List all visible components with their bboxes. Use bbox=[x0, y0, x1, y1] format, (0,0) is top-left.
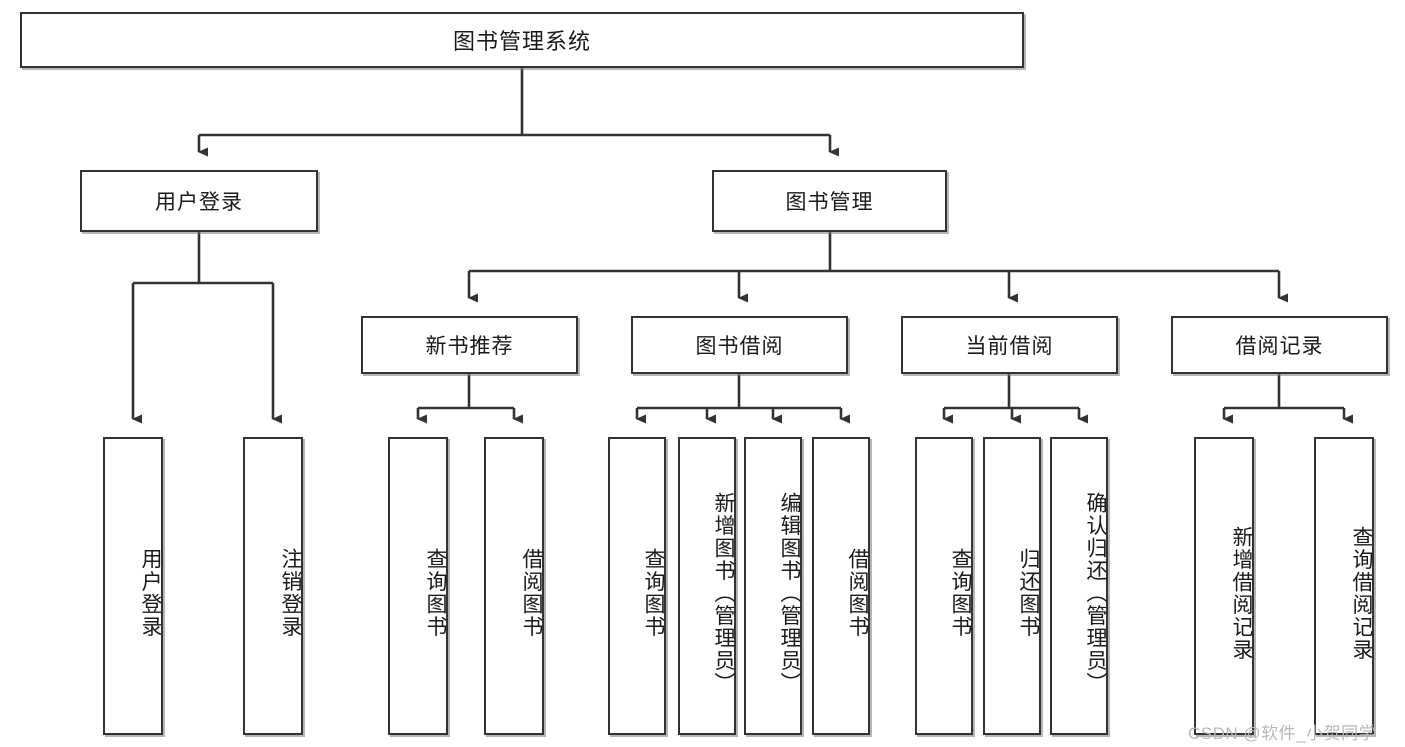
node-leaf-query-book-cur-label: 查询图书 bbox=[949, 548, 972, 638]
node-new-book-rec[interactable]: 新书推荐 bbox=[361, 316, 578, 374]
node-leaf-return-book-label: 归还图书 bbox=[1017, 548, 1040, 638]
node-leaf-confirm-return-label: 确认归还（管理员） bbox=[1084, 491, 1107, 695]
node-leaf-query-book[interactable]: 查询图书 bbox=[608, 437, 666, 735]
node-leaf-edit-book-label: 编辑图书（管理员） bbox=[778, 491, 801, 695]
node-leaf-query-book-rec-label: 查询图书 bbox=[424, 548, 447, 638]
node-leaf-borrow-book-label: 借阅图书 bbox=[846, 548, 869, 638]
node-leaf-borrow-book[interactable]: 借阅图书 bbox=[812, 437, 870, 735]
node-current-borrow-label: 当前借阅 bbox=[965, 335, 1054, 358]
node-leaf-add-book[interactable]: 新增图书（管理员） bbox=[678, 437, 736, 735]
node-leaf-borrow-book-rec-label: 借阅图书 bbox=[520, 548, 543, 638]
node-borrow-record[interactable]: 借阅记录 bbox=[1171, 316, 1388, 374]
node-root-label: 图书管理系统 bbox=[452, 29, 591, 54]
node-book-manage-label: 图书管理 bbox=[785, 191, 874, 214]
node-leaf-add-book-label: 新增图书（管理员） bbox=[712, 491, 735, 695]
node-book-borrow[interactable]: 图书借阅 bbox=[631, 316, 848, 374]
node-leaf-query-book-label: 查询图书 bbox=[642, 548, 665, 638]
node-leaf-logout[interactable]: 注销登录 bbox=[243, 437, 303, 735]
node-leaf-return-book[interactable]: 归还图书 bbox=[983, 437, 1041, 735]
node-new-book-rec-label: 新书推荐 bbox=[425, 335, 514, 358]
node-borrow-record-label: 借阅记录 bbox=[1235, 335, 1324, 358]
node-user-login[interactable]: 用户登录 bbox=[80, 170, 318, 232]
node-current-borrow[interactable]: 当前借阅 bbox=[901, 316, 1118, 374]
node-leaf-query-book-rec[interactable]: 查询图书 bbox=[388, 437, 448, 735]
node-leaf-query-book-cur[interactable]: 查询图书 bbox=[915, 437, 973, 735]
node-leaf-add-record[interactable]: 新增借阅记录 bbox=[1194, 437, 1254, 735]
node-leaf-confirm-return[interactable]: 确认归还（管理员） bbox=[1050, 437, 1108, 735]
node-root[interactable]: 图书管理系统 bbox=[20, 12, 1024, 68]
node-leaf-query-record[interactable]: 查询借阅记录 bbox=[1314, 437, 1374, 735]
node-leaf-add-record-label: 新增借阅记录 bbox=[1230, 525, 1253, 661]
node-book-manage[interactable]: 图书管理 bbox=[712, 170, 947, 232]
node-leaf-query-record-label: 查询借阅记录 bbox=[1350, 525, 1373, 661]
node-leaf-logout-label: 注销登录 bbox=[279, 548, 302, 638]
node-user-login-label: 用户登录 bbox=[155, 191, 243, 214]
node-leaf-user-login-label: 用户登录 bbox=[139, 548, 162, 638]
node-leaf-edit-book[interactable]: 编辑图书（管理员） bbox=[744, 437, 802, 735]
node-leaf-borrow-book-rec[interactable]: 借阅图书 bbox=[484, 437, 544, 735]
node-leaf-user-login[interactable]: 用户登录 bbox=[103, 437, 163, 735]
node-book-borrow-label: 图书借阅 bbox=[695, 335, 784, 358]
